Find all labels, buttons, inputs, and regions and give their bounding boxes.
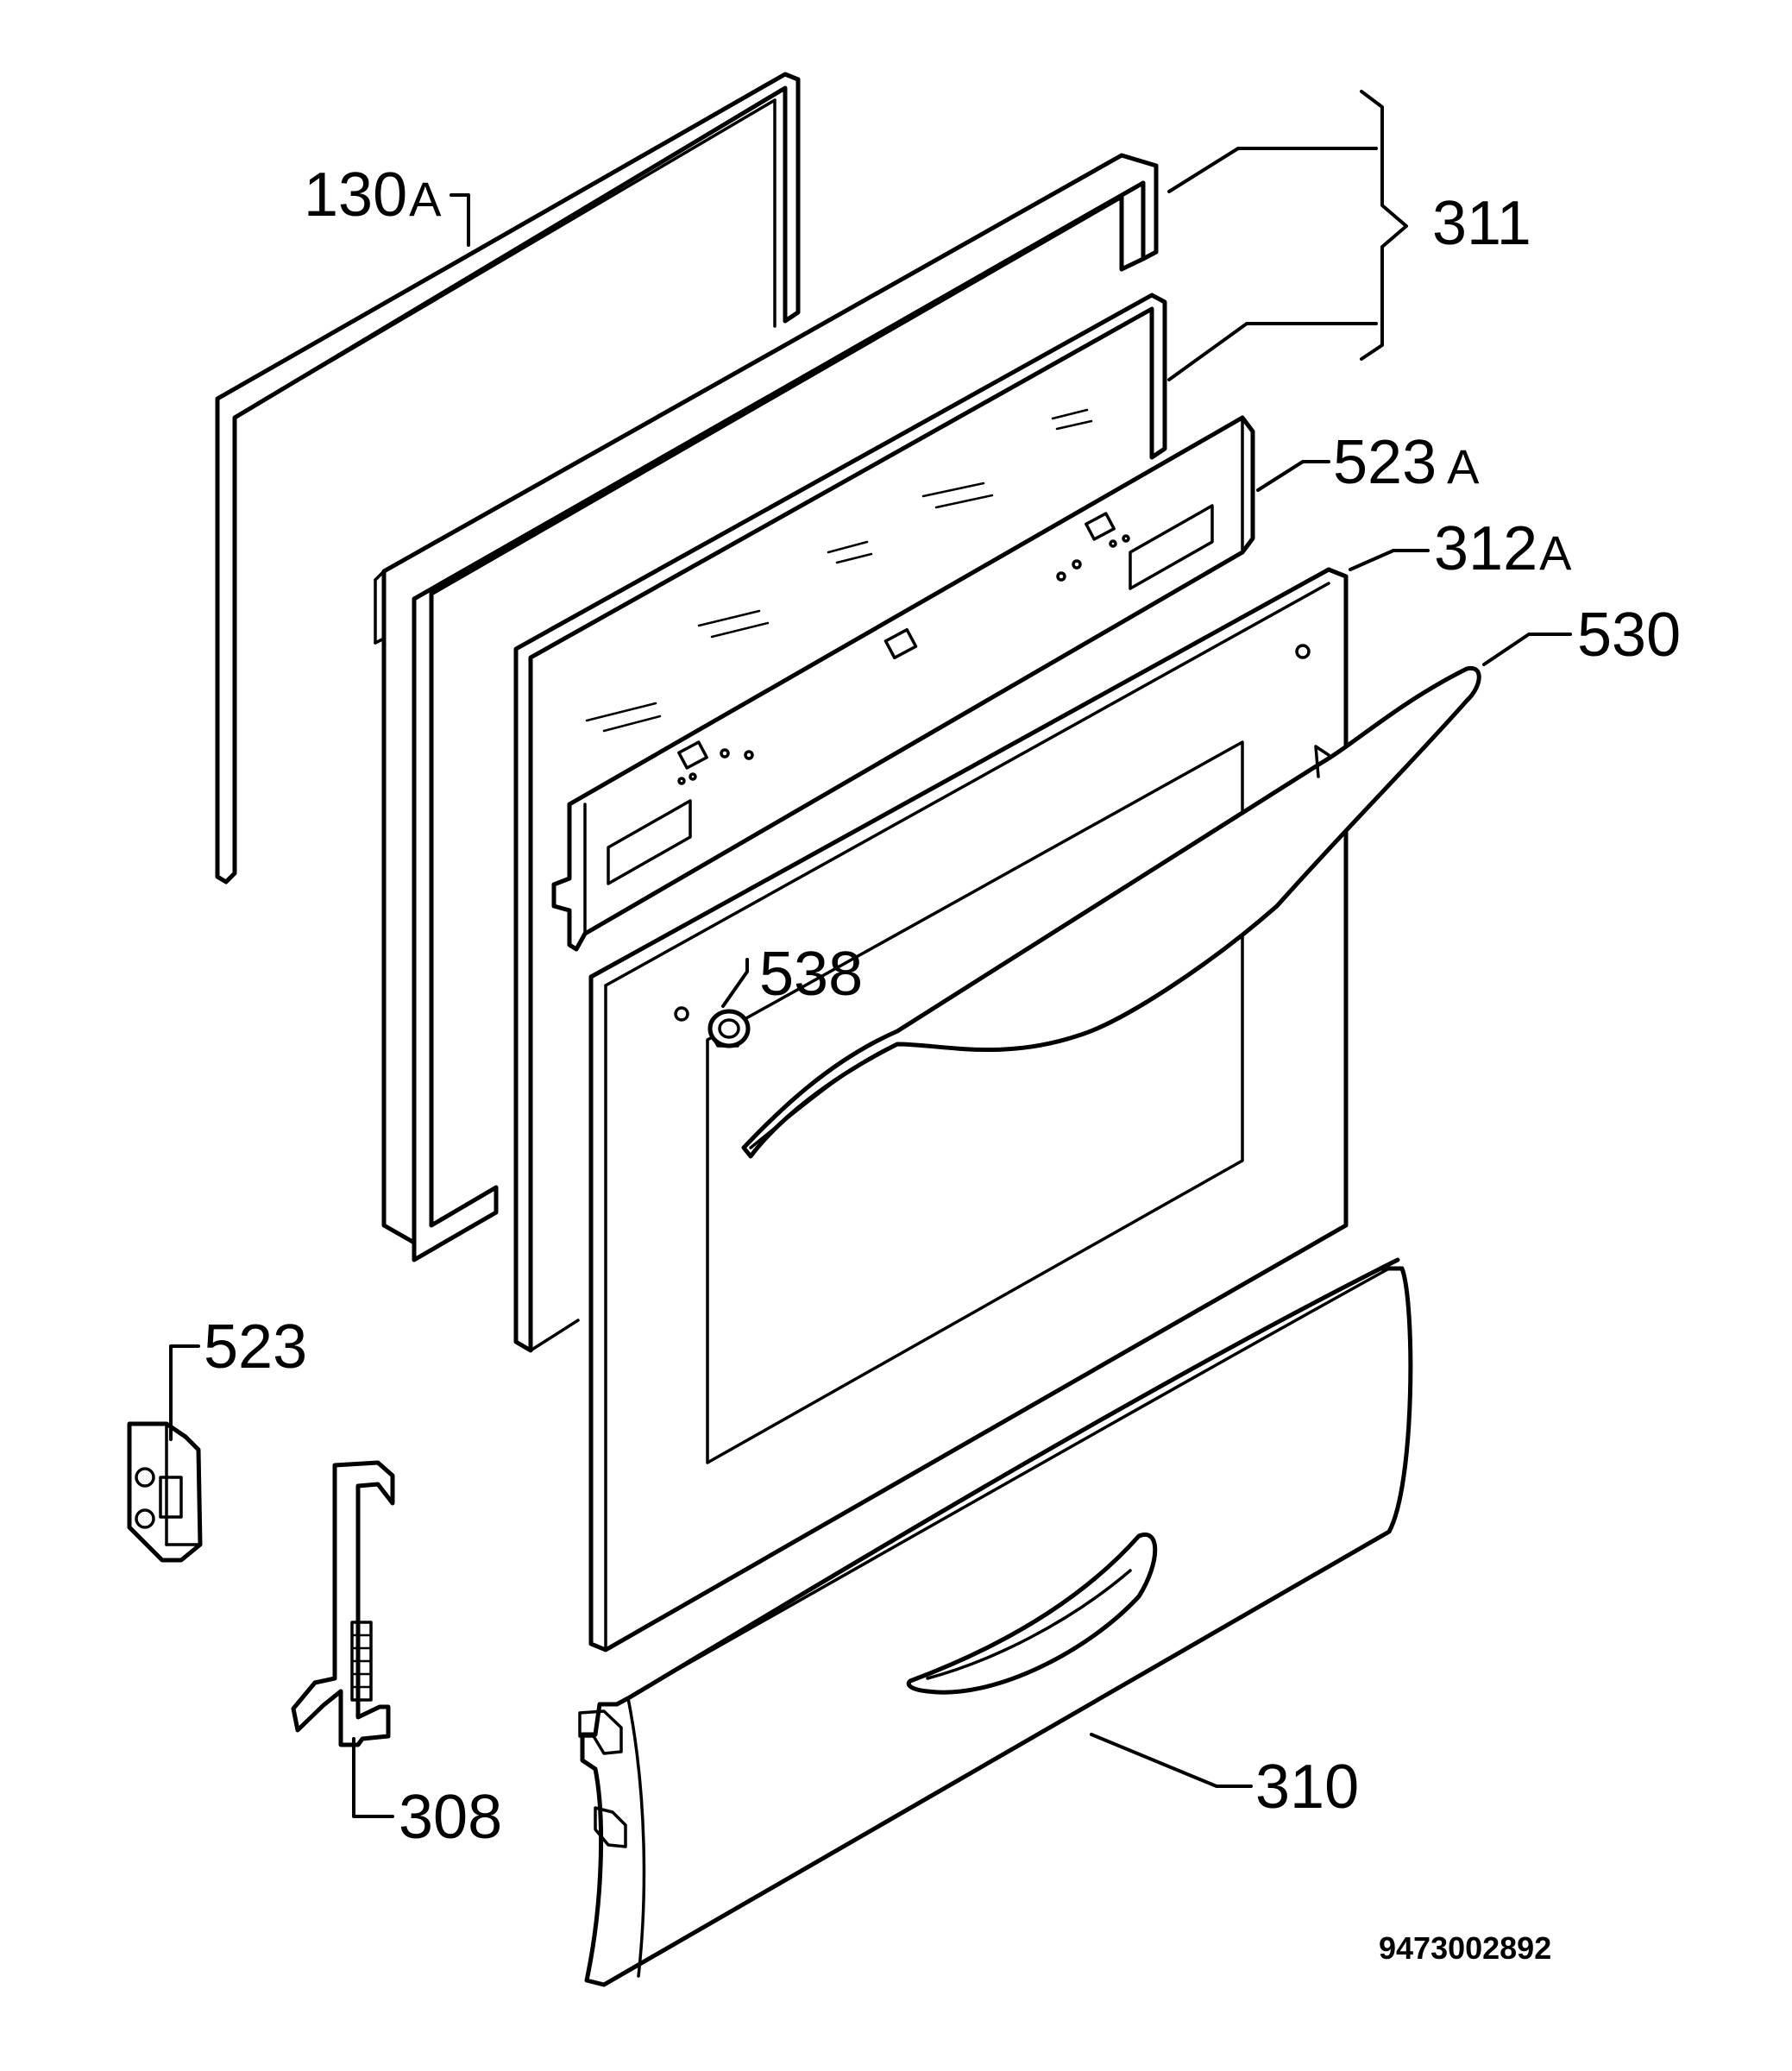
spacer-538 bbox=[707, 1009, 751, 1048]
drawing-code: 9473002892 bbox=[1379, 1930, 1551, 1966]
label-530: 530 bbox=[1577, 601, 1681, 670]
label-312a: 312A bbox=[1434, 514, 1572, 583]
inner-panel-523a bbox=[551, 415, 1255, 952]
label-538: 538 bbox=[759, 940, 863, 1009]
hinge-308 bbox=[291, 1460, 395, 1747]
gasket-130a bbox=[215, 72, 801, 884]
leader-lines bbox=[169, 90, 1572, 1818]
glass-reflection-marks bbox=[585, 408, 1093, 733]
door-panel-312a bbox=[588, 567, 1349, 1652]
label-308: 308 bbox=[399, 1783, 502, 1852]
hinge-bracket-523 bbox=[127, 1421, 203, 1563]
label-130a: 130A bbox=[304, 161, 442, 230]
outer-frame-311 bbox=[374, 153, 1159, 1262]
handle-530 bbox=[741, 665, 1481, 1159]
label-310: 310 bbox=[1255, 1753, 1359, 1822]
label-523: 523 bbox=[204, 1312, 307, 1382]
glass-panel-311 bbox=[513, 293, 1167, 1353]
label-311: 311 bbox=[1432, 189, 1531, 258]
drawer-front-310 bbox=[578, 1257, 1413, 1987]
